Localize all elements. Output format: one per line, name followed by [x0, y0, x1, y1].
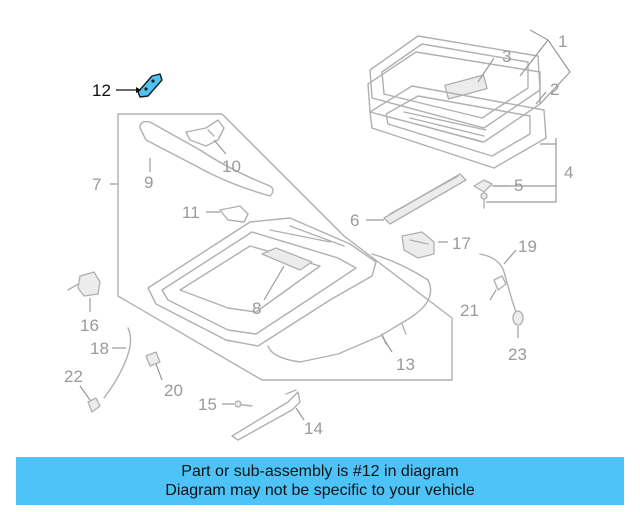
leader-1 [519, 29, 571, 105]
part-20-fastener[interactable] [145, 351, 161, 367]
banner-line-2: Diagram may not be specific to your vehi… [165, 482, 475, 499]
parts-diagram: 1 2 3 4 5 6 7 8 9 10 11 12 13 14 15 16 1… [64, 29, 573, 441]
callout-3: 3 [502, 47, 511, 66]
part-19-cable[interactable] [479, 253, 519, 319]
part-18-cable[interactable] [103, 327, 132, 399]
leader-14 [295, 407, 305, 421]
assembly-outline-7 [117, 113, 453, 381]
part-9-rail[interactable] [139, 120, 274, 197]
part-11-bracket[interactable] [219, 205, 249, 223]
leader-20 [155, 363, 163, 381]
part-23-grommet[interactable] [512, 310, 524, 326]
callout-1: 1 [558, 32, 567, 51]
part-13-hose[interactable] [267, 253, 432, 363]
leader-13 [381, 335, 393, 353]
part-21-clip[interactable] [493, 275, 507, 291]
callout-9: 9 [144, 173, 153, 192]
callout-20: 20 [164, 381, 183, 400]
leader-2 [535, 91, 547, 105]
part-16-switch[interactable] [67, 271, 101, 297]
callout-21: 21 [460, 301, 479, 320]
callout-23: 23 [508, 345, 527, 364]
part-12-bracket[interactable] [137, 73, 163, 98]
callout-11: 11 [182, 203, 200, 222]
part-14-bracket[interactable] [231, 389, 301, 441]
part-15-screw[interactable] [234, 400, 253, 408]
callout-5: 5 [514, 176, 523, 195]
callout-4: 4 [564, 163, 573, 182]
callout-12: 12 [92, 81, 111, 100]
callout-6: 6 [350, 211, 359, 230]
leader-22 [79, 385, 91, 401]
leader-10 [213, 139, 227, 155]
leader-19 [503, 249, 517, 265]
callout-18: 18 [90, 339, 109, 358]
callout-19: 19 [518, 237, 537, 256]
leader-8 [263, 265, 285, 301]
callout-16: 16 [80, 316, 99, 335]
info-banner: Part or sub-assembly is #12 in diagram D… [16, 457, 624, 505]
leader-12-arrow [136, 87, 141, 93]
banner-line-1: Part or sub-assembly is #12 in diagram [181, 463, 459, 480]
callout-14: 14 [304, 419, 323, 438]
callout-8: 8 [252, 299, 261, 318]
part-22-clip[interactable] [87, 397, 101, 413]
part-17-motor[interactable] [401, 231, 435, 259]
part-6-rail[interactable] [383, 173, 467, 225]
leader-3 [477, 57, 495, 83]
callout-13: 13 [396, 355, 415, 374]
callout-10: 10 [222, 157, 241, 176]
callout-2: 2 [550, 80, 559, 99]
part-10-bracket[interactable] [185, 119, 225, 147]
callout-22: 22 [64, 367, 83, 386]
leader-21 [489, 289, 497, 301]
sunshade-panel[interactable] [369, 85, 547, 169]
callout-7: 7 [92, 175, 101, 194]
sunroof-frame[interactable] [147, 217, 377, 347]
callout-15: 15 [198, 395, 217, 414]
part-5-clip[interactable] [473, 179, 493, 209]
callout-17: 17 [452, 234, 471, 253]
